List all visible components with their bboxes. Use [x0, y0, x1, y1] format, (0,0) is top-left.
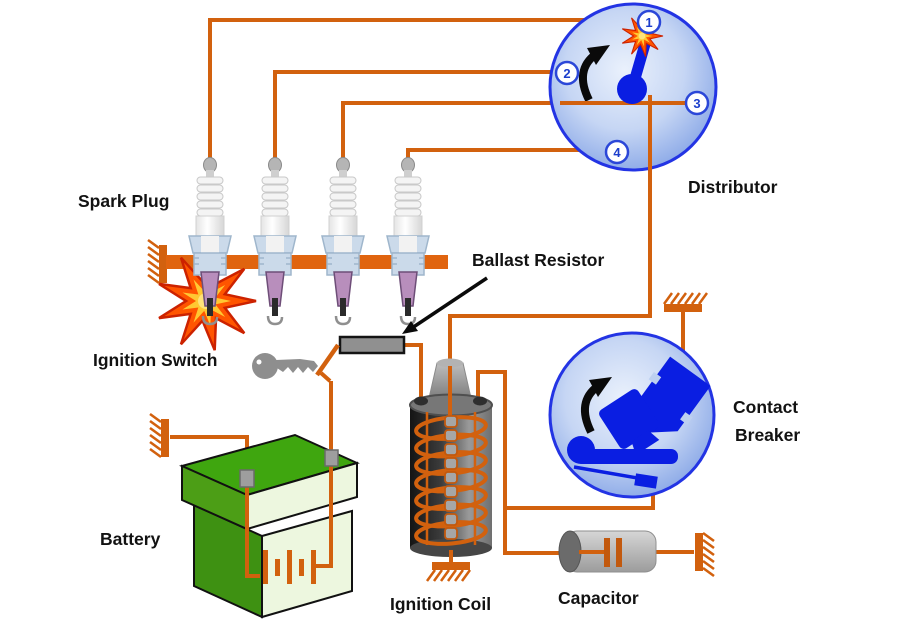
pointer-arrow-line — [411, 276, 488, 330]
breaker-cam-block — [599, 389, 660, 456]
pointer-arrowhead — [402, 321, 418, 334]
ignition-coil-icon — [409, 358, 493, 583]
spark-plug-rail — [146, 238, 448, 285]
capacitor-label: Capacitor — [558, 588, 639, 608]
key-icon — [252, 353, 318, 379]
distributor-terminals: 1 2 3 4 — [554, 9, 710, 165]
coil-winding — [414, 412, 488, 546]
battery-cell-symbol — [245, 457, 333, 584]
distributor-icon: 1 2 3 4 — [548, 2, 718, 172]
ballast-resistor-label: Ballast Resistor — [472, 250, 604, 270]
switch-contact — [319, 371, 332, 383]
terminal-1 — [636, 9, 662, 35]
engine-block-bar — [166, 255, 448, 269]
terminal-4-number: 4 — [613, 145, 621, 160]
contact-breaker-icon — [548, 291, 716, 499]
distributor-label: Distributor — [688, 177, 778, 197]
plug2-to-distributor-wire — [273, 70, 557, 162]
capacitor-end-cap — [558, 530, 582, 573]
ballast-resistor — [338, 276, 488, 355]
terminal-2 — [554, 60, 580, 86]
contact-breaker-label-line2: Breaker — [735, 425, 800, 445]
breaker-spring-arm — [573, 465, 644, 481]
terminal-1-number: 1 — [645, 15, 652, 30]
distributor-to-coil-ht-wire — [448, 98, 652, 366]
capacitor-plate-left — [604, 538, 610, 567]
coil-to-capacitor-wire — [476, 370, 566, 555]
switch-lever — [315, 343, 340, 377]
coil-core — [444, 415, 458, 540]
labels: Spark Plug Distributor Ballast Resistor … — [78, 177, 800, 614]
capacitor-icon — [558, 530, 716, 578]
breaker-fixed-contact — [637, 356, 711, 433]
ballast-resistor-icon — [338, 335, 406, 355]
battery-label: Battery — [100, 529, 161, 549]
battery-icon — [148, 412, 360, 619]
contact-breaker-label-line1: Contact — [733, 397, 798, 417]
ignition-switch — [252, 343, 340, 383]
terminal-2-number: 2 — [563, 66, 570, 81]
battery-terminal-positive — [324, 449, 339, 467]
terminal-3-number: 3 — [693, 96, 700, 111]
plug1-to-distributor-wire — [208, 18, 638, 162]
spark-plug-label: Spark Plug — [78, 191, 169, 211]
resistor-to-coil-wire — [404, 343, 423, 399]
capacitor-plate-right — [616, 538, 622, 567]
breaker-terminal — [634, 473, 658, 489]
battery-terminal-negative — [239, 469, 255, 488]
terminal-3 — [684, 90, 710, 116]
coil-terminal-right — [473, 396, 487, 406]
coil-terminal-left — [414, 396, 428, 406]
ignition-switch-label: Ignition Switch — [93, 350, 217, 370]
breaker-base-plate — [576, 449, 678, 464]
ignition-coil-label: Ignition Coil — [390, 594, 491, 614]
terminal-4 — [604, 139, 630, 165]
breaker-pivot — [567, 436, 595, 464]
coil-tower-top — [437, 358, 463, 368]
